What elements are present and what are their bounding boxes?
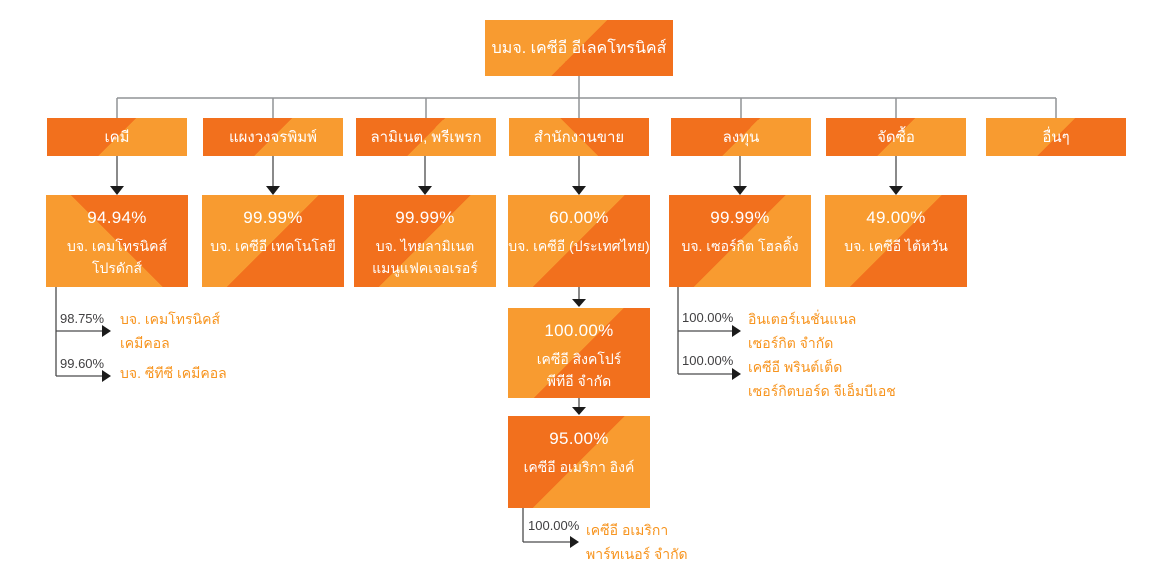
subsidiary-name: บจ. เซอร์กิต โฮลดิ้ง (681, 238, 799, 254)
subsidiary-name: บจ. เคซีอี (ประเทศไทย) (508, 238, 650, 254)
subsidiary-kce-singapore: 100.00% เคซีอี สิงคโปร์ พีทีอี จำกัด (508, 308, 650, 398)
ownership-percent: 99.99% (395, 208, 455, 227)
arrow-heads (102, 186, 903, 548)
branch-percent: 100.00% (682, 353, 734, 368)
branch-percent: 100.00% (528, 518, 580, 533)
division-label: แผงวงจรพิมพ์ (228, 129, 318, 146)
division-others: อื่นๆ (986, 118, 1126, 156)
branch-company-kce-america-partner: เคซีอี อเมริกา พาร์ทเนอร์ จำกัด (586, 522, 688, 562)
subsidiary-kce-america: 95.00% เคซีอี อเมริกา อิงค์ (508, 416, 650, 508)
subsidiary-name: เคซีอี อเมริกา อิงค์ (523, 459, 635, 475)
branch-company-international-circuit: อินเตอร์เนชั่นแนล เซอร์กิต จำกัด (748, 311, 857, 351)
division-label: เคมี (104, 129, 130, 146)
ownership-percent: 94.94% (87, 208, 147, 227)
tree-lines (116, 76, 1057, 118)
subsidiary-kce-technology: 99.99% บจ. เคซีอี เทคโนโลยี (202, 195, 344, 287)
ownership-percent: 100.00% (544, 321, 614, 340)
ownership-percent: 60.00% (549, 208, 609, 227)
branch-company-chemtronics-chemical: บจ. เคมโทรนิคส์ เคมีคอล (120, 311, 220, 351)
division-laminate-prepreg: ลามิเนต, พรีเพรก (356, 118, 496, 156)
division-label: ลงทุน (722, 129, 760, 146)
subsidiary-name: บจ. ไทยลามิเนต แมนูแฟคเจอเรอร์ (372, 238, 478, 276)
branch-percent: 98.75% (60, 311, 105, 326)
subsidiary-name: บจ. เคซีอี เทคโนโลยี (210, 238, 336, 254)
division-label: สำนักงานขาย (533, 129, 625, 146)
subsidiary-kce-taiwan: 49.00% บจ. เคซีอี ไต้หวัน (825, 195, 967, 287)
ownership-percent: 49.00% (866, 208, 926, 227)
branch-company-ctc-chemical: บจ. ซีทีซี เคมีคอล (120, 365, 227, 381)
division-label: ลามิเนต, พรีเพรก (370, 129, 482, 146)
division-label: อื่นๆ (1042, 129, 1070, 146)
root-node-label: บมจ. เคซีอี อีเลคโทรนิคส์ (491, 39, 667, 57)
ownership-percent: 99.99% (710, 208, 770, 227)
subsidiary-chemtronics-products: 94.94% บจ. เคมโทรนิคส์ โปรดักส์ (46, 195, 188, 287)
division-sales-office: สำนักงานขาย (509, 118, 649, 156)
subsidiary-name: บจ. เคมโทรนิคส์ โปรดักส์ (67, 238, 167, 276)
subsidiary-name: บจ. เคซีอี ไต้หวัน (844, 238, 948, 254)
subsidiary-kce-thailand: 60.00% บจ. เคซีอี (ประเทศไทย) (508, 195, 650, 287)
branch-percent: 99.60% (60, 356, 105, 371)
division-chemical: เคมี (47, 118, 187, 156)
arrow-stems (55, 156, 897, 543)
ownership-percent: 95.00% (549, 429, 609, 448)
subsidiary-name: เคซีอี สิงคโปร์ พีทีอี จำกัด (536, 351, 622, 389)
division-pcb: แผงวงจรพิมพ์ (203, 118, 343, 156)
division-procurement: จัดซื้อ (826, 118, 966, 156)
subsidiary-circuit-holding: 99.99% บจ. เซอร์กิต โฮลดิ้ง (669, 195, 811, 287)
ownership-percent: 99.99% (243, 208, 303, 227)
root-node-kce-electronics: บมจ. เคซีอี อีเลคโทรนิคส์ (485, 20, 673, 76)
branch-company-kce-printed-circuit-board: เคซีอี พรินต์เต็ด เซอร์กิตบอร์ด จีเอ็มบี… (748, 359, 896, 399)
subsidiary-thai-laminate: 99.99% บจ. ไทยลามิเนต แมนูแฟคเจอเรอร์ (354, 195, 496, 287)
division-label: จัดซื้อ (877, 129, 915, 146)
division-investment: ลงทุน (671, 118, 811, 156)
branch-percent: 100.00% (682, 310, 734, 325)
